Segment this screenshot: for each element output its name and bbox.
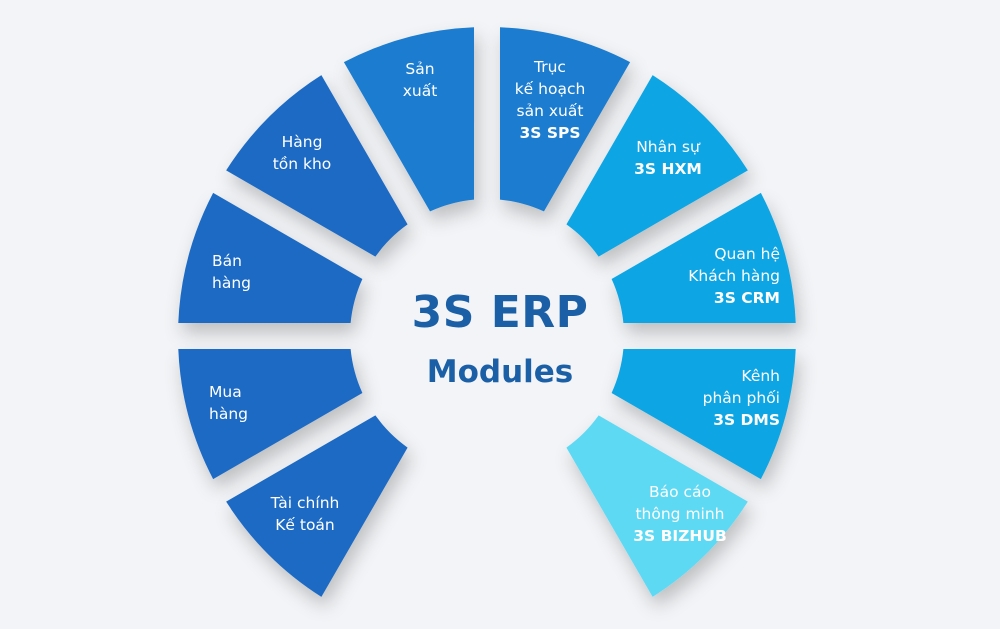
module-segment-tai-chinh-ke-toan [226, 415, 408, 597]
module-label-mua-hang: Mua hàng [209, 381, 248, 425]
module-label-line: Trục [534, 58, 566, 76]
module-label-bao-cao-thong-minh: Báo cáo thông minh 3S BIZHUB [633, 481, 727, 547]
module-label-hang-ton-kho: Hàng tồn kho [273, 131, 332, 175]
module-segment-mua-hang [178, 348, 363, 480]
module-label-line: hàng [212, 274, 251, 292]
module-label-line: Quan hệ [714, 245, 780, 263]
module-segment-ban-hang [178, 192, 363, 324]
module-label-line: Mua [209, 383, 242, 401]
module-product-code: 3S HXM [634, 160, 702, 178]
module-label-ban-hang: Bán hàng [212, 250, 251, 294]
module-segment-bao-cao-thong-minh [566, 415, 748, 597]
module-label-line: Kênh [741, 367, 780, 385]
diagram-subtitle: Modules [426, 354, 574, 390]
module-segment-kenh-phan-phoi [611, 348, 796, 480]
diagram-title: 3S ERP [411, 287, 589, 338]
module-label-line: phân phối [702, 389, 780, 407]
module-label-line: Hàng [281, 133, 323, 151]
module-segment-nhan-su [566, 75, 748, 257]
module-label-truc-ke-hoach: Trục kế hoạch sản xuất 3S SPS [515, 56, 586, 144]
module-segment-san-xuat [343, 27, 475, 212]
module-segment-truc-ke-hoach [499, 27, 631, 212]
module-label-line: Báo cáo [648, 483, 712, 501]
module-label-nhan-su: Nhân sự 3S HXM [634, 136, 702, 180]
module-label-quan-he-khach-hang: Quan hệ Khách hàng 3S CRM [688, 243, 780, 309]
module-label-line: Kế toán [275, 516, 335, 534]
module-product-code: 3S BIZHUB [633, 527, 727, 545]
module-label-line: Tài chính [270, 494, 340, 512]
module-label-line: Bán [212, 252, 242, 270]
module-label-san-xuat: Sản xuất [403, 58, 438, 102]
module-product-code: 3S DMS [713, 411, 780, 429]
module-label-line: Nhân sự [636, 138, 700, 156]
module-product-code: 3S CRM [713, 289, 780, 307]
module-segment-quan-he-khach-hang [611, 192, 796, 324]
module-label-line: Khách hàng [688, 267, 780, 285]
module-label-line: sản xuất [516, 102, 584, 120]
module-label-line: Sản [405, 60, 435, 78]
module-label-line: thông minh [635, 505, 725, 523]
module-label-line: kế hoạch [514, 80, 586, 98]
module-label-line: hàng [209, 405, 248, 423]
module-label-tai-chinh-ke-toan: Tài chính Kế toán [271, 492, 340, 536]
module-label-line: xuất [402, 82, 438, 100]
module-product-code: 3S SPS [519, 124, 581, 142]
module-label-kenh-phan-phoi: Kênh phân phối 3S DMS [703, 365, 780, 431]
module-segment-hang-ton-kho [226, 75, 408, 257]
module-label-line: tồn kho [272, 155, 332, 173]
